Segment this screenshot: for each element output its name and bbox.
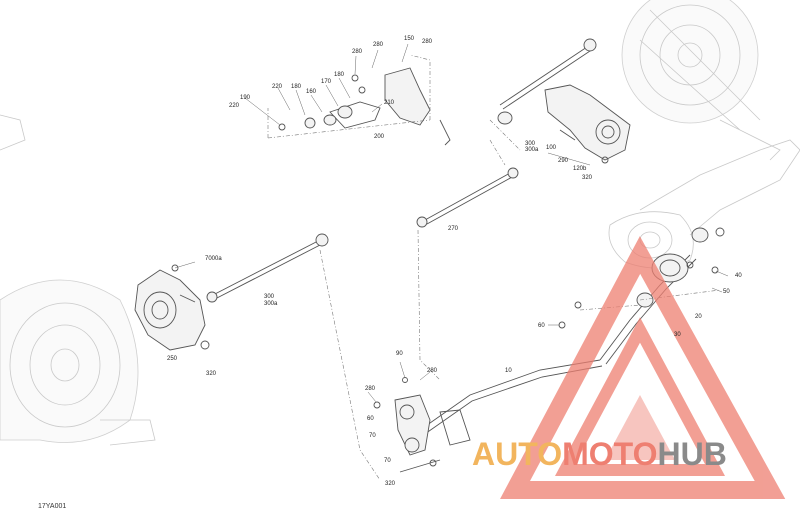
callout-290: 290: [558, 158, 569, 164]
watermark-part-1: AUTO: [472, 436, 563, 472]
steering-bracket: [373, 377, 441, 473]
document-reference: 17YA001: [38, 503, 67, 510]
callout-120b: 120b: [573, 166, 587, 172]
callout-30: 30: [674, 332, 681, 338]
callout-200: 200: [374, 134, 385, 140]
callout-70: 70: [384, 458, 391, 464]
wheel-left: [0, 279, 156, 446]
callout-100: 100: [546, 145, 557, 151]
callout-60: 60: [538, 323, 545, 329]
upper-tie-rod: [497, 38, 597, 125]
hub-left-edge: [0, 114, 26, 151]
callout-280: 280: [352, 49, 363, 55]
knuckle-right: [489, 84, 631, 164]
callout-60: 60: [367, 416, 374, 422]
callout-170: 170: [321, 79, 332, 85]
callout-250: 250: [167, 356, 178, 362]
callout-280: 280: [365, 386, 376, 392]
callout-320: 320: [206, 371, 217, 377]
callout-180: 180: [291, 84, 302, 90]
watermark-part-2: MOTO: [562, 436, 658, 472]
wheel-top-right: [621, 0, 781, 161]
callout-300a: 300a: [264, 301, 278, 307]
callout-190: 190: [240, 95, 251, 101]
leader-lines: [174, 43, 729, 403]
callout-160: 160: [306, 89, 317, 95]
knuckle-left: [134, 264, 210, 351]
callout-150: 150: [404, 36, 415, 42]
callout-220: 220: [229, 103, 240, 109]
callout-70: 70: [369, 433, 376, 439]
callout-300: 300: [264, 294, 275, 300]
callout-7000a: 7000a: [205, 256, 222, 262]
callout-300a: 300a: [525, 147, 539, 153]
callout-280: 280: [422, 39, 433, 45]
upper-bracket-assembly: [267, 54, 451, 146]
callout-20: 20: [695, 314, 702, 320]
watermark-triangle-logo: [500, 236, 786, 499]
watermark-text: AUTOMOTOHUB: [472, 436, 727, 473]
callout-300: 300: [525, 141, 536, 147]
callout-320: 320: [385, 481, 396, 487]
callout-50: 50: [723, 289, 730, 295]
watermark-part-3: HUB: [657, 436, 727, 472]
center-guide-lines: [319, 229, 441, 481]
callout-40: 40: [735, 273, 742, 279]
left-tie-rod: [206, 233, 329, 303]
callout-210: 210: [384, 100, 395, 106]
callout-280: 280: [427, 368, 438, 374]
callout-270: 270: [448, 226, 459, 232]
callout-90: 90: [396, 351, 403, 357]
callout-180: 180: [334, 72, 345, 78]
callout-280: 280: [373, 42, 384, 48]
middle-tie-rod: [416, 139, 519, 228]
callout-10: 10: [505, 368, 512, 374]
callout-320: 320: [582, 175, 593, 181]
callout-220: 220: [272, 84, 283, 90]
